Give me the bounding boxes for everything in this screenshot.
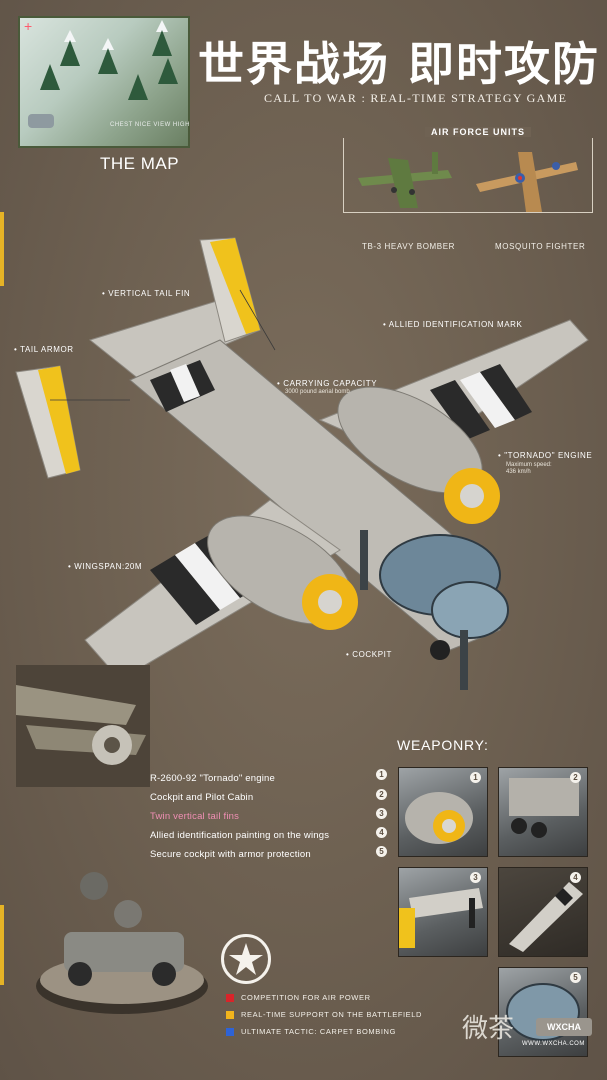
bullet-yellow [226, 1011, 234, 1019]
feature-5: Secure cockpit with armor protection [150, 849, 311, 860]
b25-bomber-model[interactable] [10, 230, 600, 700]
bullet-red [226, 994, 234, 1002]
jeep-figure[interactable] [24, 846, 220, 1020]
allied-star-badge [221, 934, 271, 984]
weapon-tile-3[interactable]: 3 [398, 867, 488, 957]
tree-icon [128, 74, 148, 100]
snow-tree-icon [102, 38, 114, 50]
watermark-badge: WXCHA [536, 1018, 592, 1036]
callout-wingspan: • WINGSPAN:20M [68, 562, 143, 571]
feature-number-2: 2 [376, 789, 387, 800]
air-force-box [343, 138, 593, 213]
weaponry-title: WEAPONRY: [397, 737, 489, 753]
mosquito-fighter-icon[interactable] [466, 144, 584, 218]
page-subtitle: CALL TO WAR : REAL-TIME STRATEGY GAME [264, 91, 568, 105]
feature-3: Twin vertical tail fins [150, 811, 240, 822]
tree-icon [60, 40, 80, 66]
rock-icon [28, 114, 54, 128]
accent-bar-top [0, 212, 4, 286]
bottom-item-2: REAL-TIME SUPPORT ON THE BATTLEFIELD [241, 1010, 423, 1019]
page-title: 世界战场 即时攻防 [198, 37, 601, 91]
callout-tornado-speed-value: 436 km/h [506, 469, 531, 475]
heavy-bomber-label: TB-3 HEAVY BOMBER [362, 242, 456, 251]
callout-carrying-capacity-sub: 3000 pound aerial bomb [285, 389, 350, 395]
callout-vertical-tail-fin: • VERTICAL TAIL FIN [102, 289, 191, 298]
star-icon [229, 943, 263, 975]
feature-number-4: 4 [376, 827, 387, 838]
tile-number-5: 5 [570, 972, 581, 983]
tile-number-3: 3 [470, 872, 481, 883]
snow-tree-icon [156, 20, 168, 32]
tile-number-2: 2 [570, 772, 581, 783]
tile-number-4: 4 [570, 872, 581, 883]
plus-icon: + [24, 18, 33, 34]
tree-icon [40, 64, 60, 90]
watermark-url: WWW.WXCHA.COM [522, 1041, 585, 1047]
callout-cockpit: • COCKPIT [346, 650, 392, 659]
snow-tree-icon [64, 30, 76, 42]
fighter-thumbnail[interactable] [16, 665, 150, 787]
callout-allied-mark: • ALLIED IDENTIFICATION MARK [383, 320, 523, 329]
feature-4: Allied identification painting on the wi… [150, 830, 330, 841]
engine-detail-icon [405, 792, 473, 844]
bottom-item-3: ULTIMATE TACTIC: CARPET BOMBING [241, 1027, 397, 1036]
mosquito-fighter-label: MOSQUITO FIGHTER [495, 242, 586, 251]
feature-2: Cockpit and Pilot Cabin [150, 792, 254, 803]
callout-tornado-speed-label: Maximum speed: [506, 462, 552, 468]
accent-bar-bottom [0, 905, 4, 985]
map-thumbnail[interactable] [18, 16, 190, 148]
bottom-item-1: COMPETITION FOR AIR POWER [241, 993, 371, 1002]
watermark-text: 微茶 [462, 1014, 515, 1044]
heavy-bomber-icon[interactable] [348, 148, 460, 218]
cockpit-detail-icon [509, 778, 579, 838]
bullet-blue [226, 1028, 234, 1036]
map-caption: CHEST NICE VIEW HIGH [110, 122, 190, 128]
weapon-tile-1[interactable]: 1 [398, 767, 488, 857]
feature-number-5: 5 [376, 846, 387, 857]
tile-number-1: 1 [470, 772, 481, 783]
weapon-tile-2[interactable]: 2 [498, 767, 588, 857]
feature-number-1: 1 [376, 769, 387, 780]
tree-icon [158, 58, 178, 84]
callout-carrying-capacity: • CARRYING CAPACITY [277, 379, 378, 388]
weapon-tile-4[interactable]: 4 [498, 867, 588, 957]
wing-marking-detail-icon [509, 882, 583, 952]
callout-tail-armor: • TAIL ARMOR [14, 345, 74, 354]
tree-icon [98, 48, 118, 74]
feature-number-3: 3 [376, 808, 387, 819]
tail-fin-detail-icon [399, 888, 483, 948]
tree-icon [152, 30, 172, 56]
callout-tornado-engine: • "TORNADO" ENGINE [498, 451, 593, 460]
map-title: THE MAP [100, 154, 180, 173]
air-force-title: AIR FORCE UNITS [425, 127, 532, 137]
feature-1: R-2600-92 "Tornado" engine [150, 773, 275, 784]
